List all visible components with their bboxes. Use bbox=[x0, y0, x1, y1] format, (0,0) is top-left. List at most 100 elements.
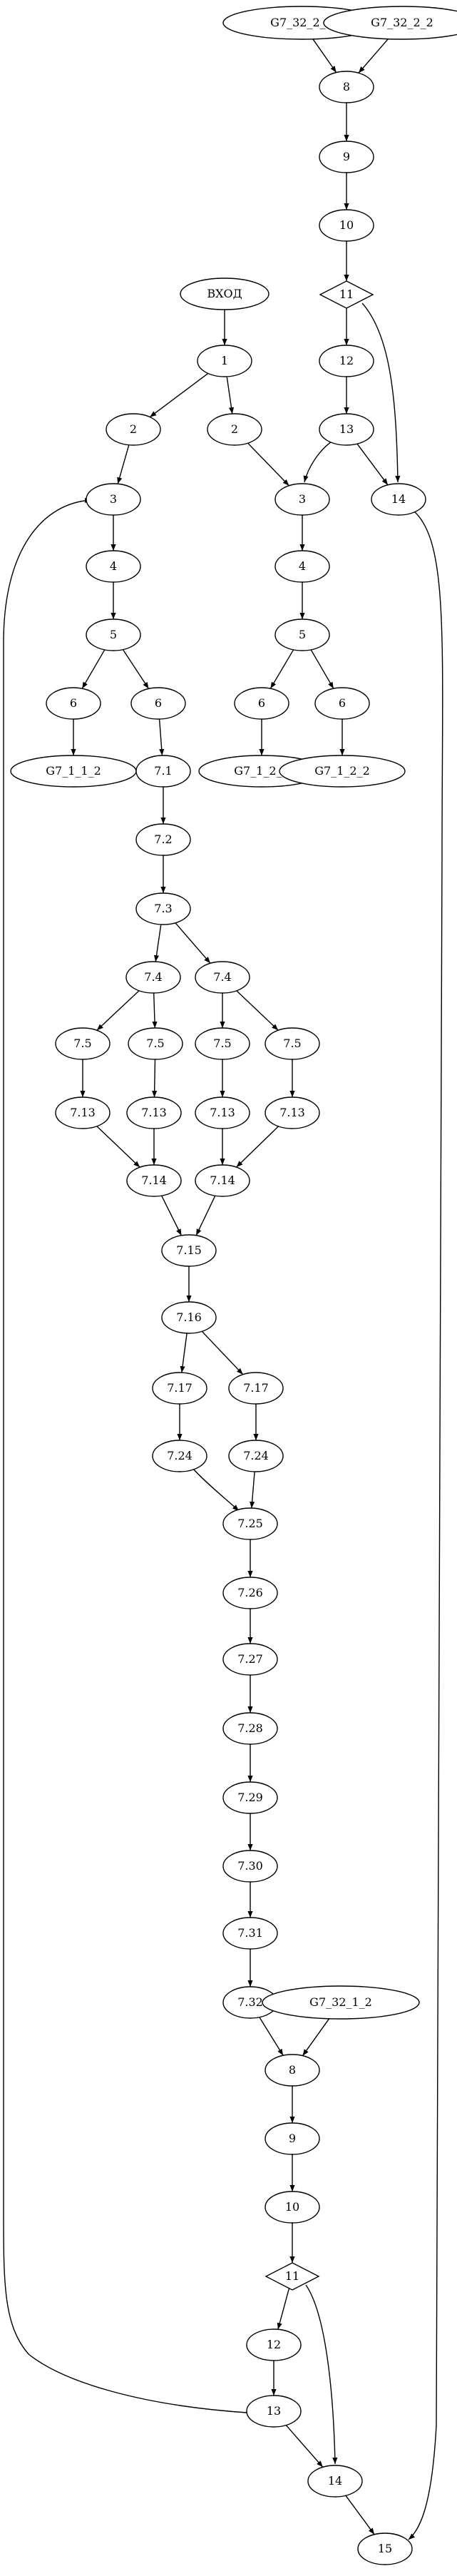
node-label: 7.25 bbox=[237, 1517, 263, 1530]
node-ellipse-shape bbox=[319, 71, 374, 103]
node-label: 14 bbox=[391, 492, 406, 506]
node-m5: 5 bbox=[274, 618, 330, 651]
node-n7_5b: 7.5 bbox=[128, 1027, 183, 1060]
node-label: 7.15 bbox=[176, 1243, 202, 1257]
node-ellipse-shape bbox=[319, 209, 374, 242]
node-l5: 5 bbox=[86, 618, 141, 651]
node-ellipse-shape bbox=[279, 755, 406, 788]
node-n7_16: 7.16 bbox=[161, 1301, 217, 1334]
node-r8: 8 bbox=[319, 71, 374, 103]
edge-l2-to-l3 bbox=[117, 444, 130, 484]
edge-n7_4b-to-n7_5d bbox=[236, 990, 279, 1031]
node-label: 7.2 bbox=[154, 833, 172, 846]
edge-l5-to-l6a bbox=[81, 649, 106, 689]
node-ellipse-shape bbox=[357, 2532, 413, 2565]
node-label: 8 bbox=[343, 80, 350, 93]
node-g7_1_1_2: G7_1_1_2 bbox=[10, 755, 137, 788]
edges-layer bbox=[3, 39, 443, 2540]
node-label: 6 bbox=[155, 696, 162, 710]
node-label: 7.29 bbox=[237, 1791, 263, 1804]
node-label: G7_32_1_2 bbox=[309, 1995, 372, 2009]
node-label: 11 bbox=[285, 2269, 299, 2283]
node-r9: 9 bbox=[319, 141, 374, 173]
edge-n7_14b-to-n7_15 bbox=[195, 1195, 216, 1236]
node-label: 4 bbox=[110, 559, 117, 573]
node-ellipse-shape bbox=[222, 1850, 278, 1883]
edge-n7_3-to-n7_4b bbox=[175, 922, 211, 964]
node-n7_30: 7.30 bbox=[222, 1850, 278, 1883]
node-label: 7.5 bbox=[73, 1037, 91, 1050]
node-label: 5 bbox=[110, 628, 117, 641]
node-ellipse-shape bbox=[128, 1027, 183, 1060]
node-ellipse-shape bbox=[55, 1096, 111, 1129]
node-label: 13 bbox=[267, 2404, 281, 2418]
node-label: 1 bbox=[221, 354, 228, 367]
node-n7_27: 7.27 bbox=[222, 1643, 278, 1676]
node-label: 14 bbox=[328, 2474, 342, 2488]
node-diamond-shape bbox=[319, 280, 374, 309]
node-n7_31: 7.31 bbox=[222, 1917, 278, 1950]
node-label: 4 bbox=[299, 559, 306, 573]
node-n1: 1 bbox=[197, 345, 252, 377]
node-ellipse-shape bbox=[265, 2054, 320, 2087]
node-ellipse-shape bbox=[152, 1440, 207, 1472]
node-n7_13c: 7.13 bbox=[195, 1096, 250, 1129]
edge-n1-to-l2 bbox=[149, 372, 209, 418]
node-r10: 10 bbox=[319, 209, 374, 242]
node-label: 11 bbox=[339, 287, 354, 301]
node-label: 7.26 bbox=[237, 1586, 263, 1599]
node-ellipse-shape bbox=[180, 278, 269, 310]
node-label: ВХОД bbox=[207, 287, 242, 300]
node-label: 7.14 bbox=[210, 1174, 235, 1187]
node-ellipse-shape bbox=[323, 6, 457, 40]
node-ellipse-shape bbox=[371, 483, 426, 516]
node-label: 7.5 bbox=[146, 1037, 164, 1050]
node-ellipse-shape bbox=[228, 1440, 284, 1472]
node-ellipse-shape bbox=[207, 413, 262, 446]
node-label: 7.4 bbox=[213, 970, 231, 984]
node-r12: 12 bbox=[319, 345, 374, 377]
node-n7_24b: 7.24 bbox=[228, 1440, 284, 1472]
node-ellipse-shape bbox=[274, 550, 330, 583]
node-ellipse-shape bbox=[197, 345, 252, 377]
node-label: 12 bbox=[339, 354, 354, 367]
node-label: 2 bbox=[231, 422, 238, 436]
node-n7_32: 7.32 bbox=[222, 1986, 278, 2019]
node-label: 7.17 bbox=[243, 1381, 269, 1395]
node-label: 9 bbox=[289, 2132, 296, 2145]
node-label: G7_1_2_2 bbox=[314, 764, 370, 778]
node-b13: 13 bbox=[246, 2395, 302, 2428]
edge-l6b-to-n7_1 bbox=[158, 718, 165, 756]
node-label: 9 bbox=[343, 150, 350, 163]
node-label: 7.13 bbox=[141, 1106, 167, 1119]
node-ellipse-shape bbox=[222, 1507, 278, 1540]
node-label: 10 bbox=[339, 218, 354, 232]
node-label: 15 bbox=[378, 2542, 392, 2555]
node-ellipse-shape bbox=[222, 1917, 278, 1950]
node-n7_15: 7.15 bbox=[161, 1234, 217, 1267]
node-b15: 15 bbox=[357, 2532, 413, 2565]
node-label: 6 bbox=[70, 696, 77, 710]
node-ellipse-shape bbox=[246, 2395, 302, 2428]
node-n7_1: 7.1 bbox=[135, 755, 191, 788]
node-label: 7.14 bbox=[141, 1174, 167, 1187]
node-n7_2: 7.2 bbox=[135, 823, 191, 856]
node-n7_24a: 7.24 bbox=[152, 1440, 207, 1472]
node-ellipse-shape bbox=[228, 1372, 284, 1405]
node-ellipse-shape bbox=[265, 2122, 320, 2155]
node-label: 7.13 bbox=[70, 1106, 96, 1119]
node-n7_4b: 7.4 bbox=[195, 961, 250, 994]
node-ellipse-shape bbox=[152, 1372, 207, 1405]
node-ellipse-shape bbox=[161, 1234, 217, 1267]
node-ellipse-shape bbox=[319, 345, 374, 377]
node-g7_32_2_2: G7_32_2_2 bbox=[323, 6, 457, 40]
node-b10: 10 bbox=[265, 2191, 320, 2224]
node-b14: 14 bbox=[307, 2465, 363, 2498]
node-m3: 3 bbox=[274, 483, 330, 516]
edge-b11-to-b12 bbox=[277, 2288, 290, 2330]
node-label: 7.5 bbox=[213, 1037, 231, 1050]
node-label: 5 bbox=[299, 628, 306, 641]
node-ellipse-shape bbox=[222, 1781, 278, 1814]
edge-n7_16-to-n7_17b bbox=[201, 1330, 244, 1375]
node-n7_28: 7.28 bbox=[222, 1712, 278, 1745]
